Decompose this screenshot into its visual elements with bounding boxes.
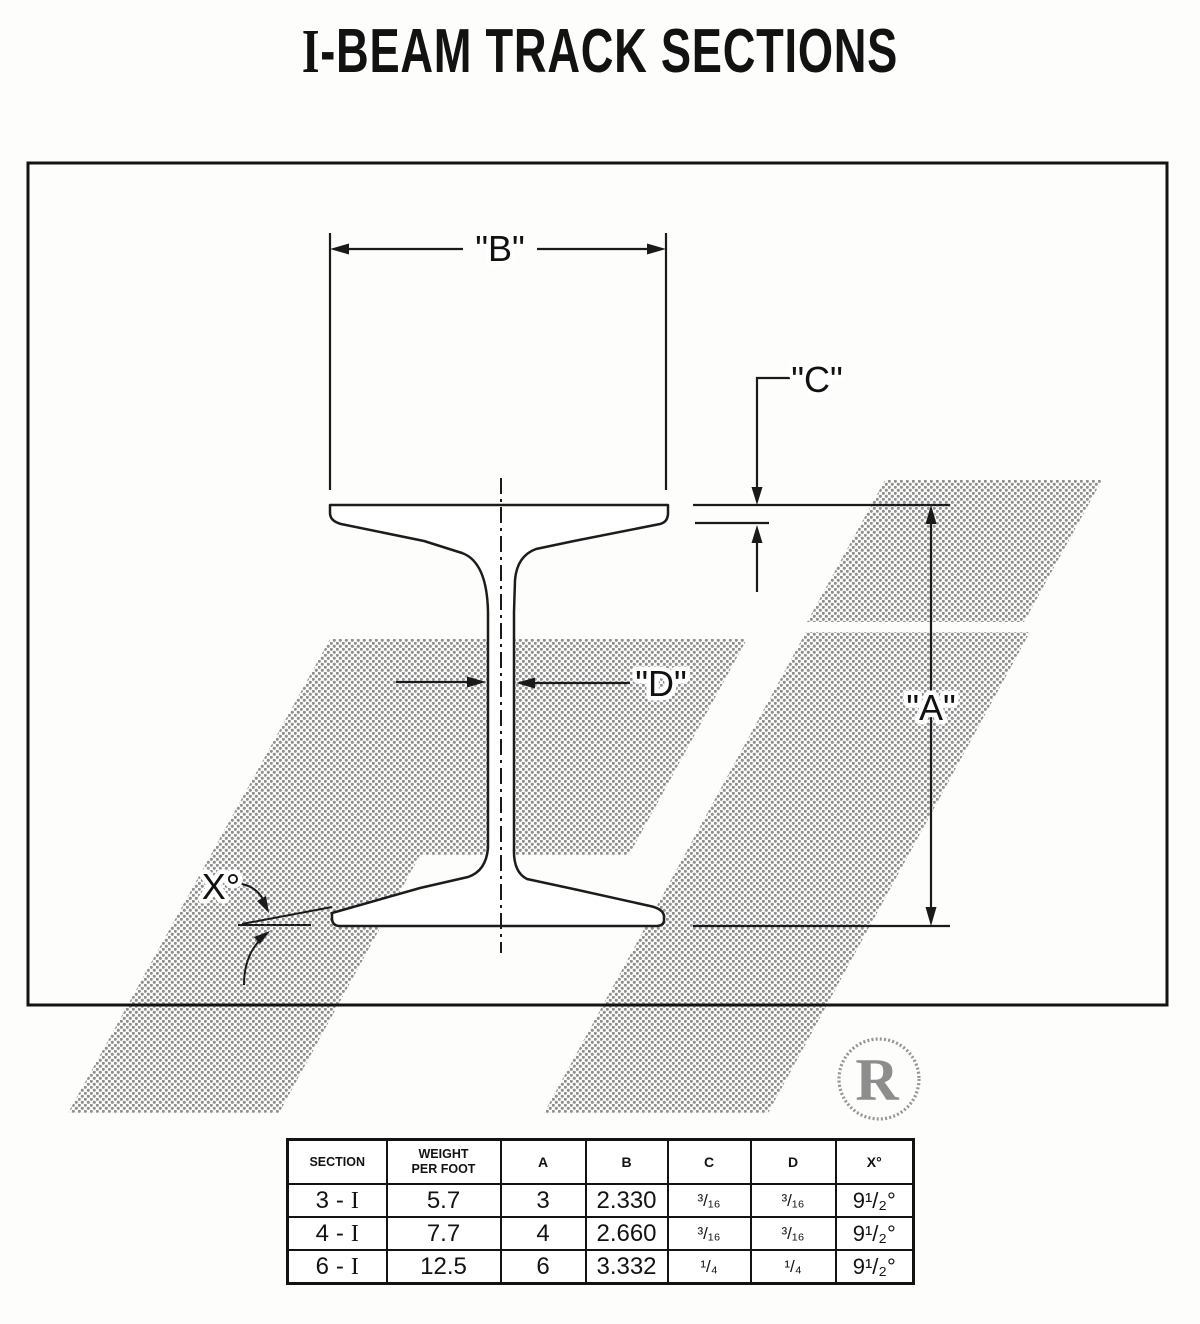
band-top-right — [807, 480, 1102, 622]
d-arrowhead-left — [516, 677, 535, 689]
dimension-d — [396, 680, 630, 685]
header-section: SECTION — [286, 1138, 388, 1185]
diagram-frame — [26, 161, 1169, 1007]
a-arrowhead-bottom — [925, 907, 937, 926]
band-left — [68, 639, 747, 1113]
cell-x: 9¹/₂° — [834, 1249, 915, 1285]
header-weight: WEIGHT PER FOOT — [385, 1138, 502, 1185]
registered-mark-letter: R — [855, 1047, 899, 1113]
shaded-bands — [68, 480, 1102, 1113]
cell-b: 2.660 — [584, 1216, 669, 1251]
section-letter: I — [350, 1253, 359, 1280]
cell-section: 3-I — [286, 1183, 388, 1218]
header-c: C — [666, 1138, 752, 1185]
section-number: 4 — [315, 1219, 329, 1247]
table-row: 3-I 5.7 3 2.330 ³/₁₆ ³/₁₆ 9¹/₂° — [286, 1183, 915, 1218]
x-arrowhead-upper — [257, 896, 269, 913]
cell-a: 4 — [499, 1216, 587, 1251]
dimension-d-label: "D" — [635, 663, 687, 704]
dimension-a — [693, 514, 950, 928]
header-weight-line1: WEIGHT — [418, 1147, 469, 1161]
x-slope-line — [241, 906, 333, 925]
cell-section: 4-I — [286, 1216, 388, 1251]
d-arrowhead-right — [467, 676, 486, 688]
section-letter: I — [350, 1220, 359, 1247]
section-separator: - — [335, 1252, 344, 1280]
cell-x: 9¹/₂° — [834, 1183, 915, 1218]
cell-weight: 7.7 — [385, 1216, 502, 1251]
cell-c: ³/₁₆ — [666, 1216, 752, 1251]
header-a: A — [499, 1138, 587, 1185]
section-separator: - — [335, 1186, 344, 1214]
i-beam-cross-section — [328, 503, 670, 928]
page-title: I-BEAM TRACK SECTIONS — [302, 16, 898, 88]
a-arrowhead-top — [925, 505, 937, 524]
cell-weight: 12.5 — [385, 1249, 502, 1285]
table-header-row: SECTION WEIGHT PER FOOT A B C D X° — [286, 1138, 915, 1185]
cell-b: 3.332 — [584, 1249, 669, 1285]
dimension-b-label: "B" — [475, 228, 525, 269]
cell-a: 6 — [499, 1249, 587, 1285]
table-row: 6-I 12.5 6 3.332 ¹/₄ ¹/₄ 9¹/₂° — [286, 1249, 915, 1285]
cell-a: 3 — [499, 1183, 587, 1218]
b-arrowhead-right — [647, 243, 666, 255]
section-number: 3 — [315, 1186, 329, 1214]
cell-b: 2.330 — [584, 1183, 669, 1218]
dimension-x-label: X° — [202, 866, 240, 907]
dimension-b — [328, 233, 668, 490]
page-title-rest: -BEAM TRACK SECTIONS — [320, 17, 899, 86]
cell-weight: 5.7 — [385, 1183, 502, 1218]
cell-d: ³/₁₆ — [749, 1183, 837, 1218]
cell-c: ³/₁₆ — [666, 1183, 752, 1218]
x-arrowhead-lower — [254, 931, 270, 944]
c-arrowhead-down — [751, 487, 763, 505]
c-arrowhead-up — [751, 525, 763, 543]
section-number: 6 — [315, 1252, 329, 1280]
page-title-beam-letter: I — [301, 18, 321, 86]
table-row: 4-I 7.7 4 2.660 ³/₁₆ ³/₁₆ 9¹/₂° — [286, 1216, 915, 1251]
cell-x: 9¹/₂° — [834, 1216, 915, 1251]
b-arrowhead-left — [330, 243, 349, 255]
header-b: B — [584, 1138, 669, 1185]
header-x: X° — [834, 1138, 915, 1185]
header-weight-line2: PER FOOT — [411, 1162, 476, 1176]
registered-mark-circle — [837, 1037, 921, 1121]
c-leader — [755, 376, 790, 498]
dimension-c-label: "C" — [791, 359, 843, 400]
section-letter: I — [350, 1187, 359, 1214]
cell-d: ¹/₄ — [749, 1249, 837, 1285]
section-separator: - — [335, 1219, 344, 1247]
registered-mark: R — [837, 1037, 921, 1121]
cell-d: ³/₁₆ — [749, 1216, 837, 1251]
spec-table: SECTION WEIGHT PER FOOT A B C D X° 3-I 5… — [286, 1138, 915, 1285]
band-right — [544, 632, 1030, 1113]
header-d: D — [749, 1138, 837, 1185]
cell-c: ¹/₄ — [666, 1249, 752, 1285]
dimension-a-label: "A" — [906, 687, 956, 728]
cell-section: 6-I — [286, 1249, 388, 1285]
